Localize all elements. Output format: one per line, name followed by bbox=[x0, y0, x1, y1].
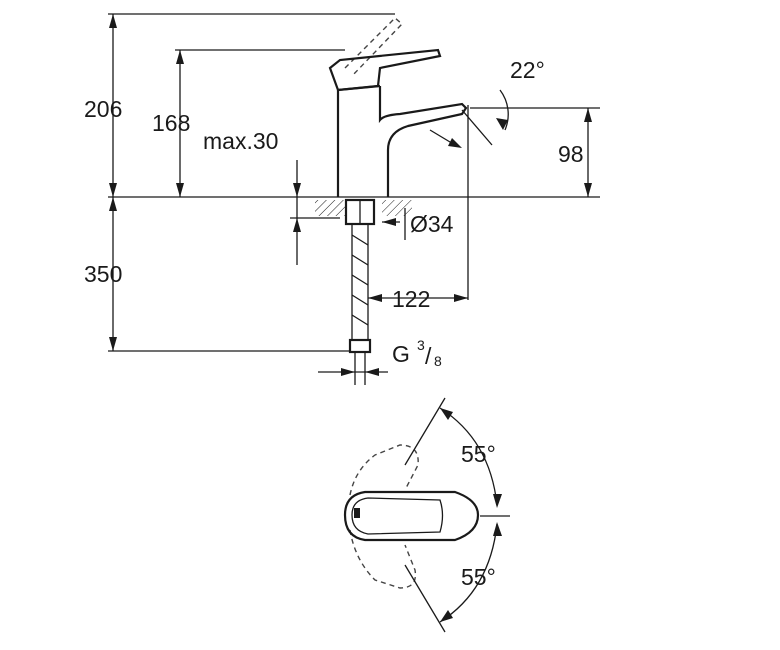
label-hole-diameter: Ø34 bbox=[410, 211, 454, 237]
dimension-hole-diameter bbox=[382, 208, 406, 240]
label-spout-angle: 22° bbox=[510, 57, 545, 83]
handle-open-outline bbox=[344, 17, 404, 77]
label-spout-height: 168 bbox=[152, 110, 190, 136]
dimension-total-height bbox=[109, 14, 117, 197]
label-max-thickness: max.30 bbox=[203, 128, 278, 154]
handle-inner-contour bbox=[351, 497, 444, 535]
label-thread-prefix: G bbox=[392, 341, 410, 367]
hose-connector bbox=[348, 338, 372, 354]
label-reach: 122 bbox=[392, 286, 430, 312]
handle-top-view bbox=[343, 490, 480, 542]
dimension-thread bbox=[318, 352, 388, 385]
dimension-spout-height bbox=[176, 50, 184, 197]
label-below-deck: 350 bbox=[84, 261, 122, 287]
label-outlet-height: 98 bbox=[558, 141, 584, 167]
rotation-line-bottom bbox=[404, 564, 446, 633]
label-thread-slash: / bbox=[425, 343, 432, 369]
body-top bbox=[337, 84, 381, 92]
handle-indicator bbox=[354, 508, 360, 518]
handle-rotated-up-outline bbox=[349, 444, 419, 496]
label-rotation-bottom: 55° bbox=[461, 564, 496, 590]
top-view: 55° 55° bbox=[343, 397, 510, 633]
label-thread-numerator: 3 bbox=[417, 337, 425, 353]
handle-rotated-down-outline bbox=[349, 529, 417, 589]
faucet-body bbox=[336, 86, 468, 197]
handle-lever bbox=[328, 48, 442, 92]
side-view: 206 168 max.30 350 bbox=[84, 13, 600, 385]
deck-section bbox=[315, 198, 412, 354]
rotation-line-top bbox=[404, 397, 446, 466]
dimension-outlet-height bbox=[584, 108, 592, 197]
label-thread-denominator: 8 bbox=[434, 353, 442, 369]
dimension-max-thickness bbox=[290, 160, 340, 265]
label-total-height: 206 bbox=[84, 96, 122, 122]
label-rotation-top: 55° bbox=[461, 441, 496, 467]
dimension-reach bbox=[368, 294, 468, 302]
hose-braid bbox=[351, 234, 369, 326]
outlet-angle bbox=[429, 89, 509, 300]
dimension-below-deck bbox=[109, 197, 117, 351]
